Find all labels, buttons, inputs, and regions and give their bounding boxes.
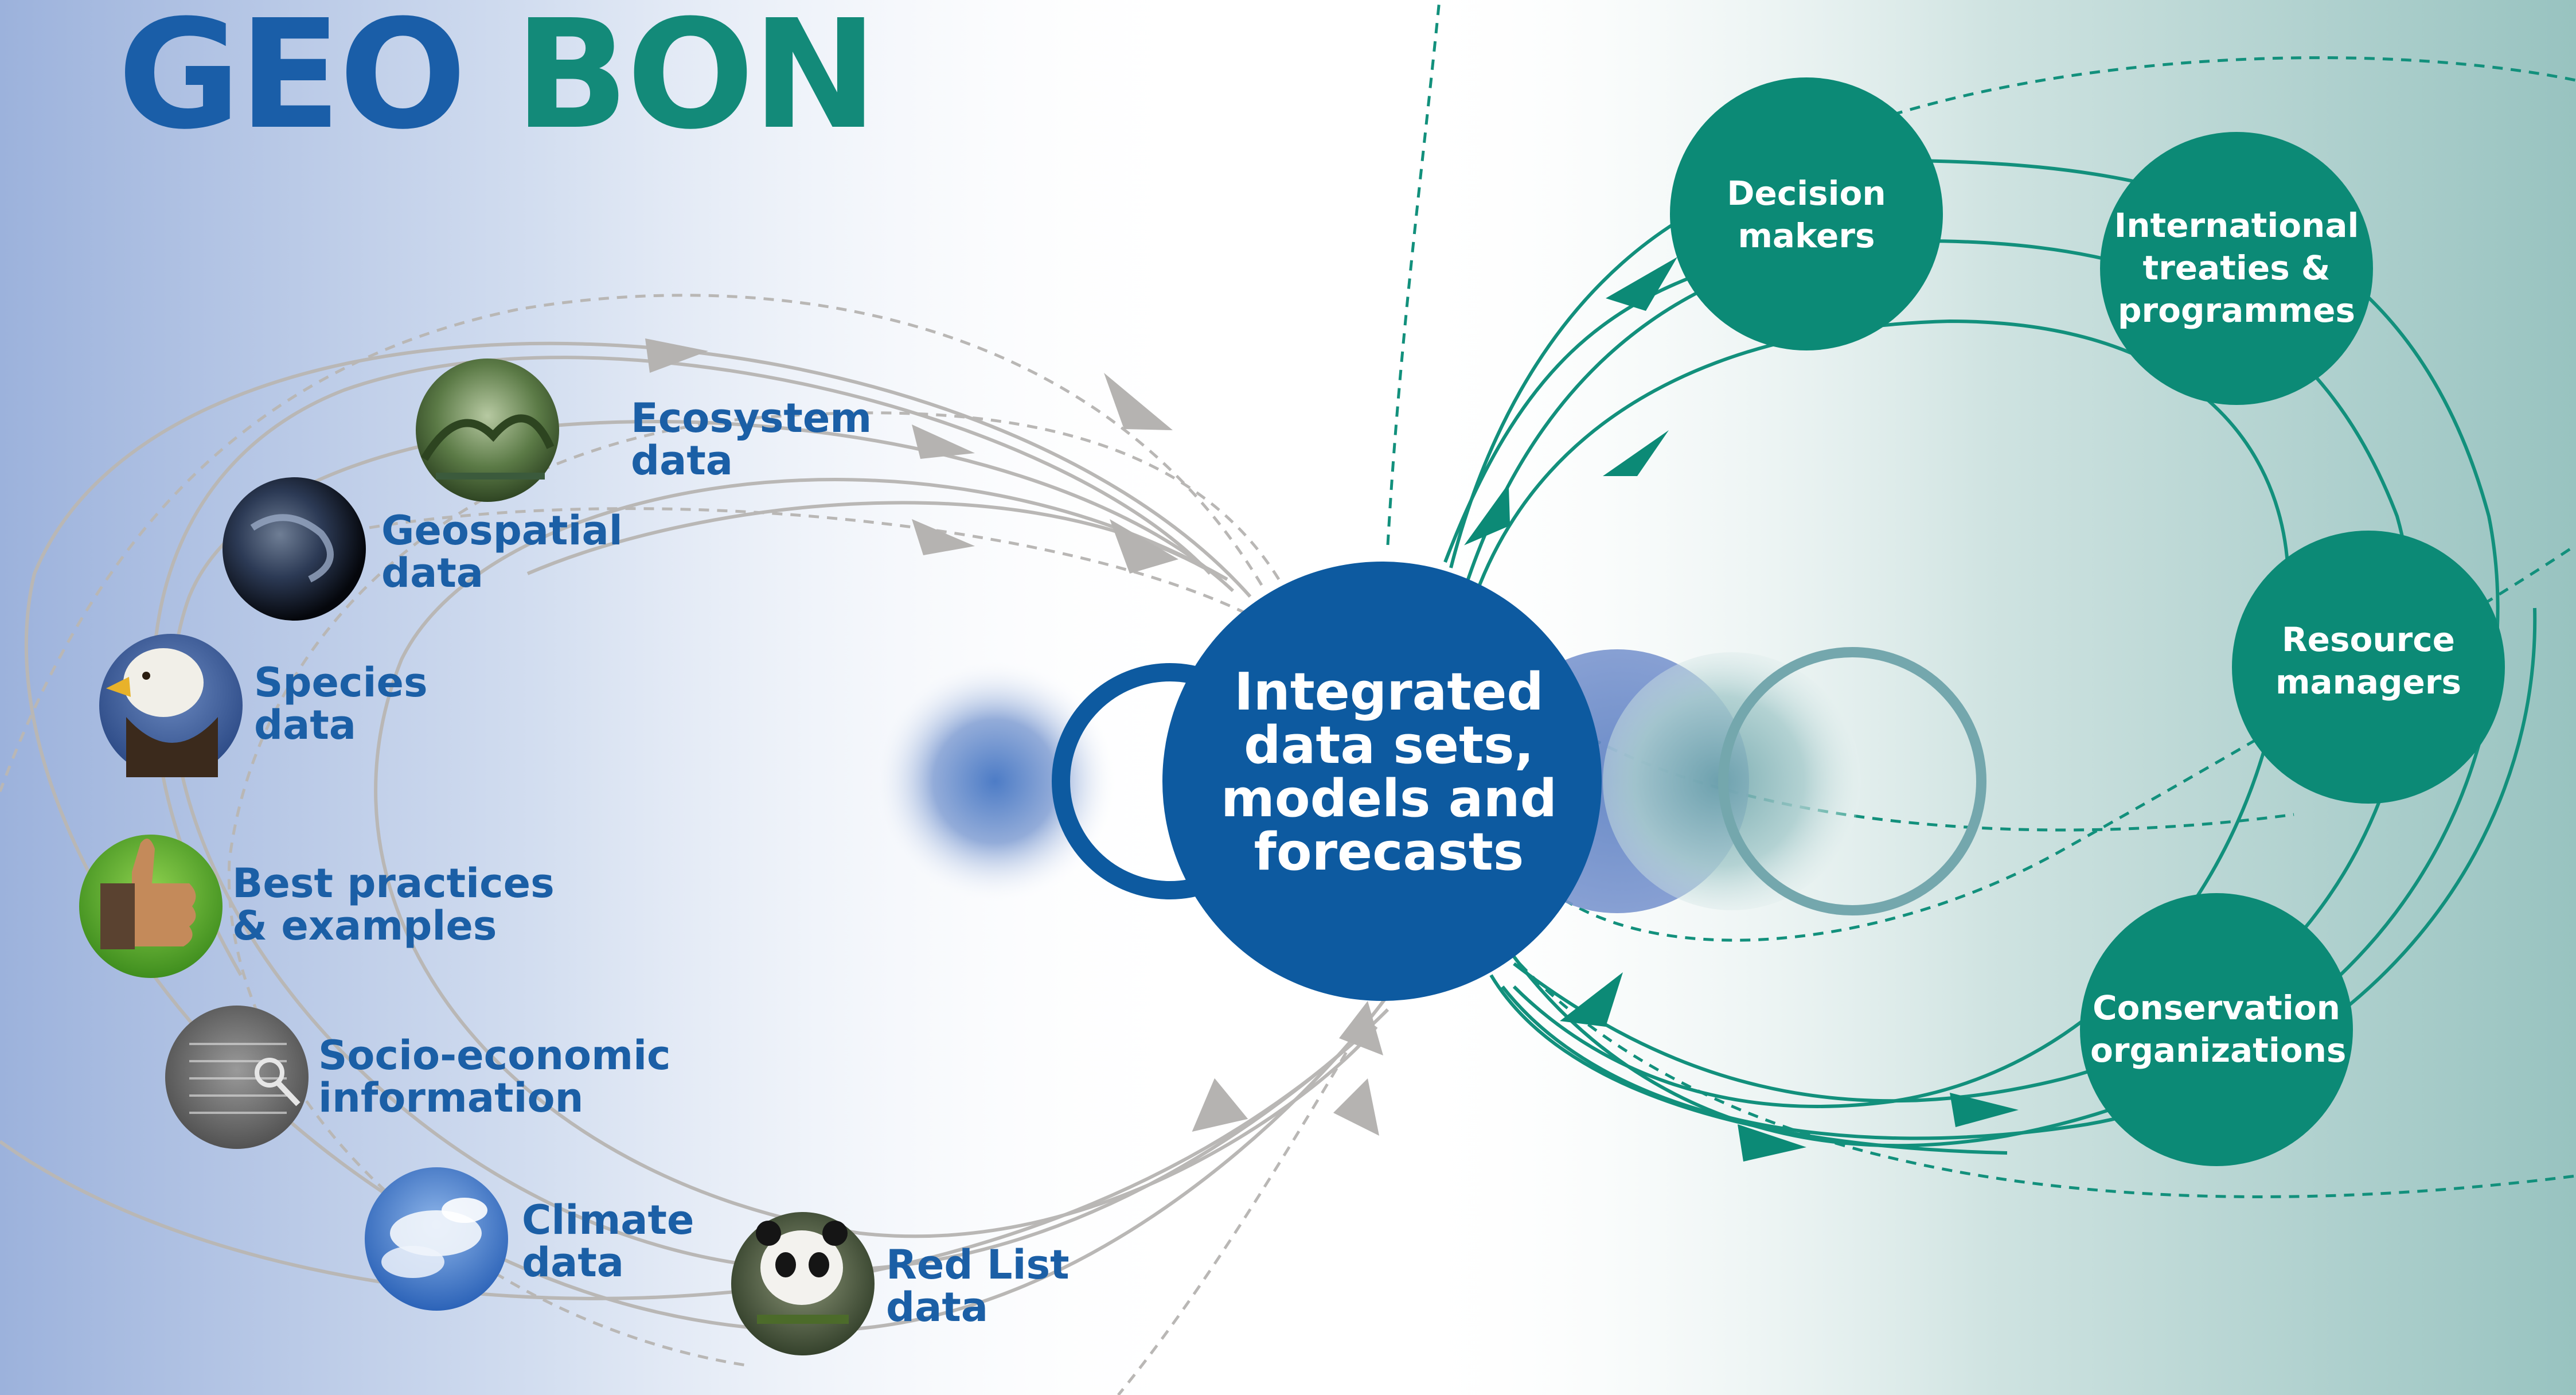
hub-label: Integrated data sets, models and forecas… xyxy=(1220,662,1558,882)
best-practices-thumbs-up-icon xyxy=(79,835,223,978)
international-treaties-node xyxy=(2100,132,2373,405)
output-arrowheads xyxy=(1464,257,2019,1162)
geospatial-earth-icon xyxy=(223,477,366,621)
best-practices-label: Best practices& examples xyxy=(232,860,555,949)
output-ring xyxy=(1718,647,1986,915)
conservation-organizations-node xyxy=(2080,893,2353,1166)
resource-managers-node xyxy=(2232,531,2505,804)
ecosystem-photo-icon xyxy=(416,359,559,502)
page-title: GEO BON xyxy=(118,0,878,162)
output-ghost-disc-teal xyxy=(1603,652,1861,910)
input-arrowheads xyxy=(645,338,1383,1136)
hub-circle xyxy=(1162,562,1602,1001)
blurred-input-disc xyxy=(872,658,1118,905)
red-list-panda-icon xyxy=(731,1212,875,1355)
decision-makers-node xyxy=(1670,77,1943,350)
socio-economic-magnifier-icon xyxy=(165,1006,309,1149)
climate-sky-icon xyxy=(365,1167,508,1311)
species-eagle-icon xyxy=(99,634,243,777)
input-dashed-loops xyxy=(0,294,1367,1395)
